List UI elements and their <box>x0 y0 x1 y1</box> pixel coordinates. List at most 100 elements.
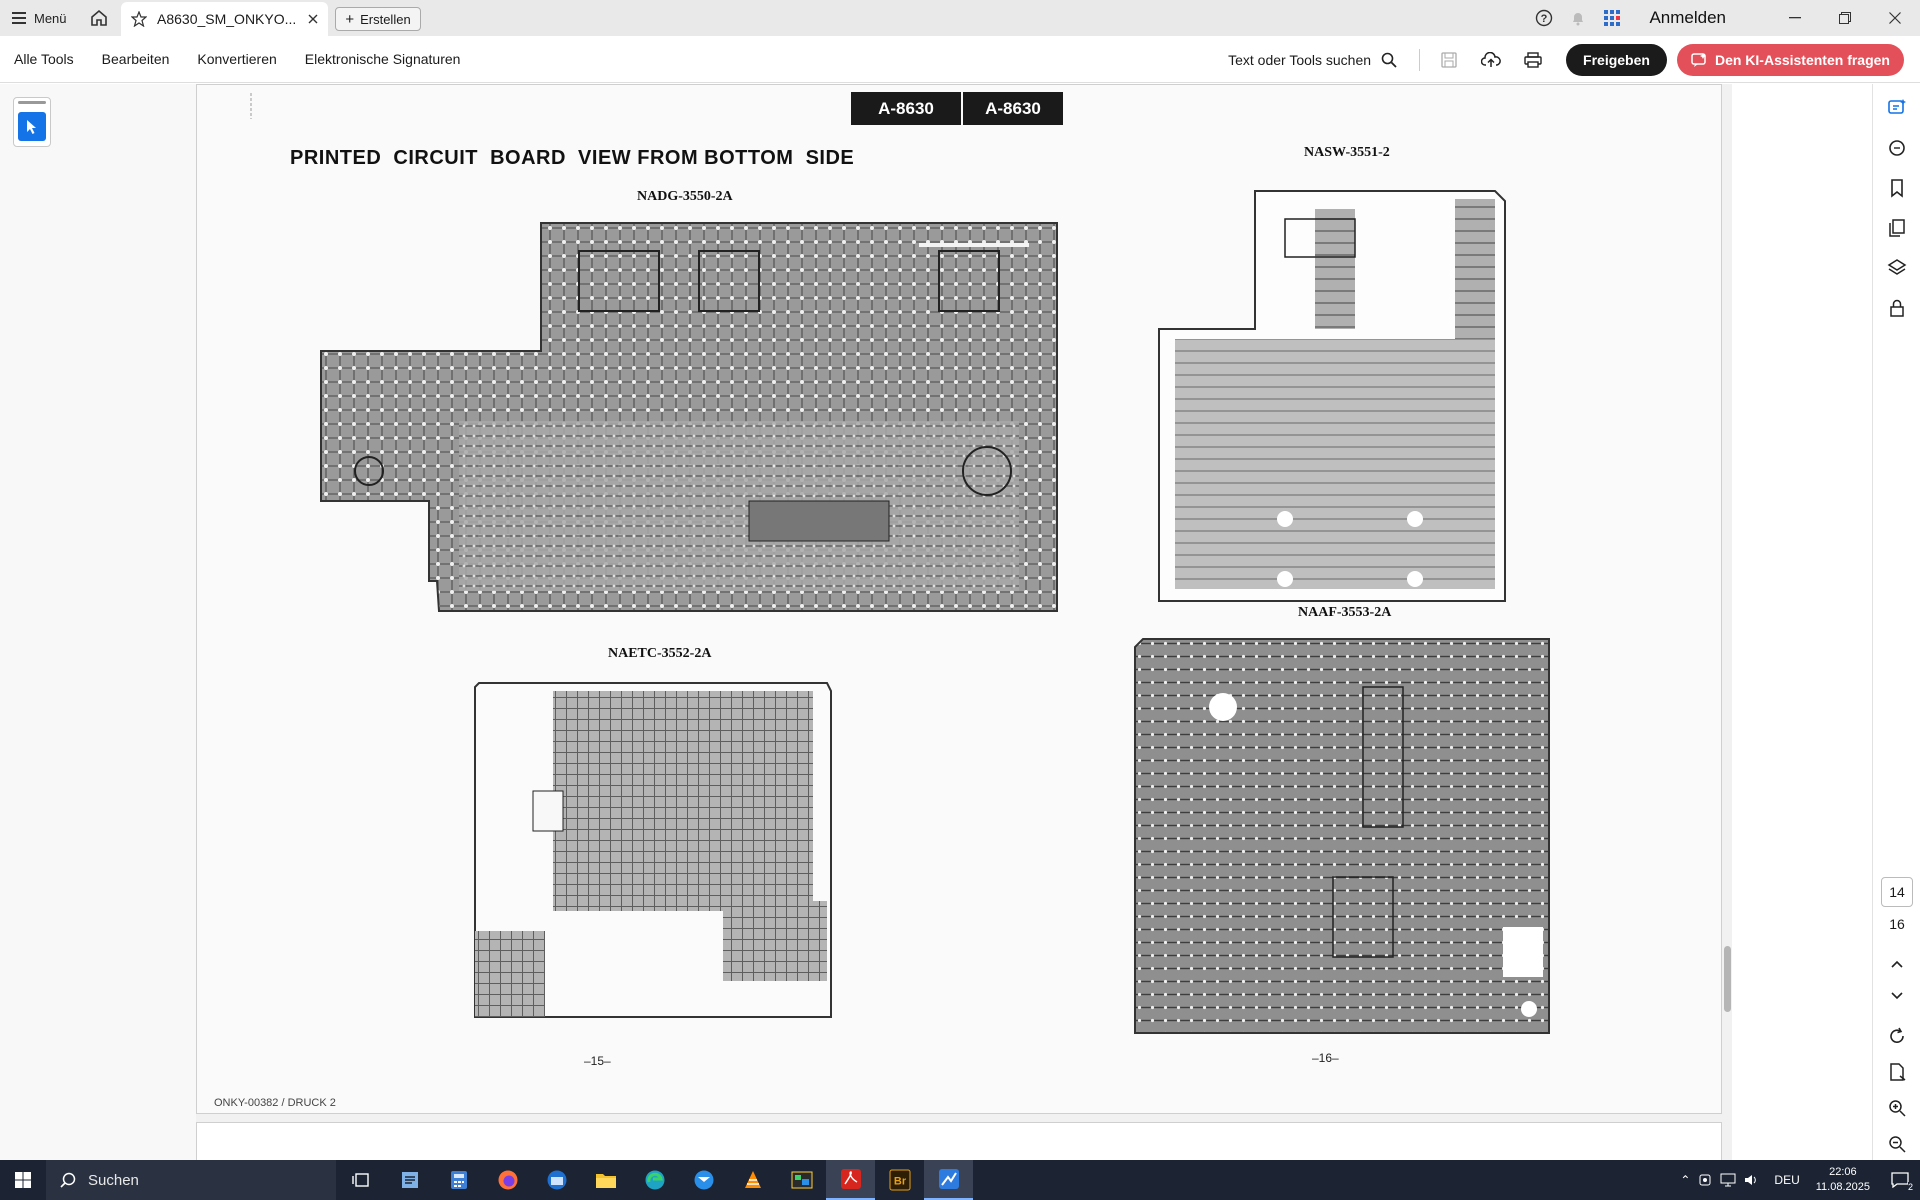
tool-panel-handle[interactable] <box>18 101 46 104</box>
photo-viewer-icon <box>791 1171 812 1189</box>
share-button[interactable]: Freigeben <box>1566 43 1667 76</box>
left-tool-rail <box>0 84 196 1160</box>
notepad-icon <box>401 1172 418 1188</box>
title-right-controls: ? Anmelden <box>1527 0 1920 36</box>
current-page-indicator[interactable]: 14 <box>1881 877 1913 907</box>
system-tray: ⌃ DEU 22:06 11.08.2025 2 <box>1680 1160 1920 1200</box>
close-icon <box>1889 12 1901 24</box>
taskbar-app-editor[interactable] <box>385 1160 434 1200</box>
board-label-naetc: NAETC-3552-2A <box>608 646 712 661</box>
menu-e-signatures[interactable]: Elektronische Signaturen <box>304 51 461 67</box>
upload-cloud-button[interactable] <box>1470 42 1512 78</box>
chevron-up-icon <box>1891 960 1903 968</box>
menu-all-tools[interactable]: Alle Tools <box>14 51 74 67</box>
apps-button[interactable] <box>1595 0 1629 36</box>
create-label: Erstellen <box>360 11 411 27</box>
pcb-nasw-image <box>1158 190 1506 602</box>
page-settings-icon <box>1890 1063 1906 1081</box>
document-viewport[interactable]: A-8630 A-8630 PRINTED CIRCUIT BOARD VIEW… <box>196 84 1722 1182</box>
menu-convert[interactable]: Konvertieren <box>197 51 277 67</box>
task-view-button[interactable] <box>336 1160 385 1200</box>
taskbar-app-vlc[interactable] <box>728 1160 777 1200</box>
scrollbar-thumb[interactable] <box>1724 946 1731 1012</box>
language-indicator[interactable]: DEU <box>1774 1173 1800 1187</box>
sign-in-link[interactable]: Anmelden <box>1649 8 1726 27</box>
board-label-naaf: NAAF-3553-2A <box>1298 605 1392 620</box>
home-icon <box>90 9 107 26</box>
comment-button[interactable] <box>1885 136 1909 160</box>
scan-smudge <box>250 93 252 119</box>
calculator-icon <box>450 1171 467 1189</box>
taskbar-app-photos[interactable] <box>777 1160 826 1200</box>
pcb-naetc-image <box>474 682 832 1018</box>
taskbar-app-firefox[interactable] <box>483 1160 532 1200</box>
notification-center-button[interactable]: 2 <box>1886 1168 1914 1192</box>
bookmarks-button[interactable] <box>1885 176 1909 200</box>
print-button[interactable] <box>1512 42 1554 78</box>
pcb-nadg-image <box>320 222 1058 612</box>
search-icon <box>1381 52 1397 68</box>
save-button[interactable] <box>1428 42 1470 78</box>
taskbar-app-calculator[interactable] <box>434 1160 483 1200</box>
comment-ai-button[interactable] <box>1885 96 1909 120</box>
layers-button[interactable] <box>1885 256 1909 280</box>
previous-page-button[interactable] <box>1885 952 1909 976</box>
taskbar-clock[interactable]: 22:06 11.08.2025 <box>1816 1165 1870 1195</box>
volume-icon[interactable] <box>1744 1173 1760 1187</box>
start-button[interactable] <box>0 1160 46 1200</box>
vlc-cone-icon <box>744 1171 761 1188</box>
next-page-button[interactable] <box>1885 984 1909 1008</box>
taskbar-app-bridge[interactable]: Br <box>875 1160 924 1200</box>
maximize-button[interactable] <box>1820 0 1870 36</box>
taskbar-app-acrobat[interactable] <box>826 1160 875 1200</box>
menu-edit[interactable]: Bearbeiten <box>101 51 170 67</box>
document-scrollbar[interactable] <box>1722 84 1732 1160</box>
pages-button[interactable] <box>1885 216 1909 240</box>
notifications-button[interactable] <box>1561 0 1595 36</box>
tool-panel <box>13 97 51 147</box>
page-settings-button[interactable] <box>1885 1060 1909 1084</box>
tray-overflow-icon[interactable]: ⌃ <box>1680 1173 1691 1187</box>
taskbar-app-pdf-reader[interactable] <box>924 1160 973 1200</box>
page-number-right: –16– <box>1312 1051 1339 1065</box>
ai-assistant-button[interactable]: Den KI-Assistenten fragen <box>1676 43 1904 76</box>
search-tools-button[interactable]: Text oder Tools suchen <box>1228 52 1411 68</box>
save-icon <box>1441 51 1457 68</box>
right-tool-rail: 14 16 <box>1872 84 1920 1160</box>
zoom-in-button[interactable] <box>1885 1096 1909 1120</box>
cloud-upload-icon <box>1481 51 1501 67</box>
minimize-button[interactable] <box>1770 0 1820 36</box>
menu-button[interactable]: Menü <box>0 0 79 36</box>
ai-comment-icon <box>1888 99 1906 114</box>
security-tray-icon[interactable] <box>1698 1173 1712 1187</box>
ai-assistant-label: Den KI-Assistenten fragen <box>1714 51 1890 68</box>
zoom-out-button[interactable] <box>1885 1132 1909 1156</box>
minimize-icon <box>1789 17 1801 19</box>
menu-label: Menü <box>34 10 67 26</box>
network-icon[interactable] <box>1720 1173 1736 1187</box>
board-label-nasw: NASW-3551-2 <box>1304 145 1390 160</box>
help-button[interactable]: ? <box>1527 0 1561 36</box>
taskbar-search-box[interactable]: Suchen <box>46 1160 336 1200</box>
taskbar-app-explorer[interactable] <box>581 1160 630 1200</box>
search-icon <box>60 1172 76 1188</box>
page-heading: PRINTED CIRCUIT BOARD VIEW FROM BOTTOM S… <box>290 147 855 169</box>
plus-icon: + <box>345 10 355 28</box>
rotate-icon <box>1890 1027 1904 1043</box>
total-pages-label: 16 <box>1889 916 1905 932</box>
taskbar-app-edge[interactable] <box>630 1160 679 1200</box>
mail-app-icon <box>694 1170 713 1190</box>
star-icon[interactable] <box>131 11 147 27</box>
close-tab-icon[interactable] <box>308 14 318 24</box>
taskbar-app-thunderbird[interactable] <box>532 1160 581 1200</box>
taskbar-app-mail[interactable] <box>679 1160 728 1200</box>
security-button[interactable] <box>1885 296 1909 320</box>
close-window-button[interactable] <box>1870 0 1920 36</box>
select-tool-button[interactable] <box>18 112 46 141</box>
create-button[interactable]: + Erstellen <box>335 7 421 31</box>
ai-assistant-icon <box>1691 52 1706 67</box>
copy-pages-icon <box>1889 219 1905 237</box>
home-button[interactable] <box>79 0 119 36</box>
document-tab[interactable]: A8630_SM_ONKYO... <box>121 2 328 36</box>
rotate-button[interactable] <box>1885 1024 1909 1048</box>
